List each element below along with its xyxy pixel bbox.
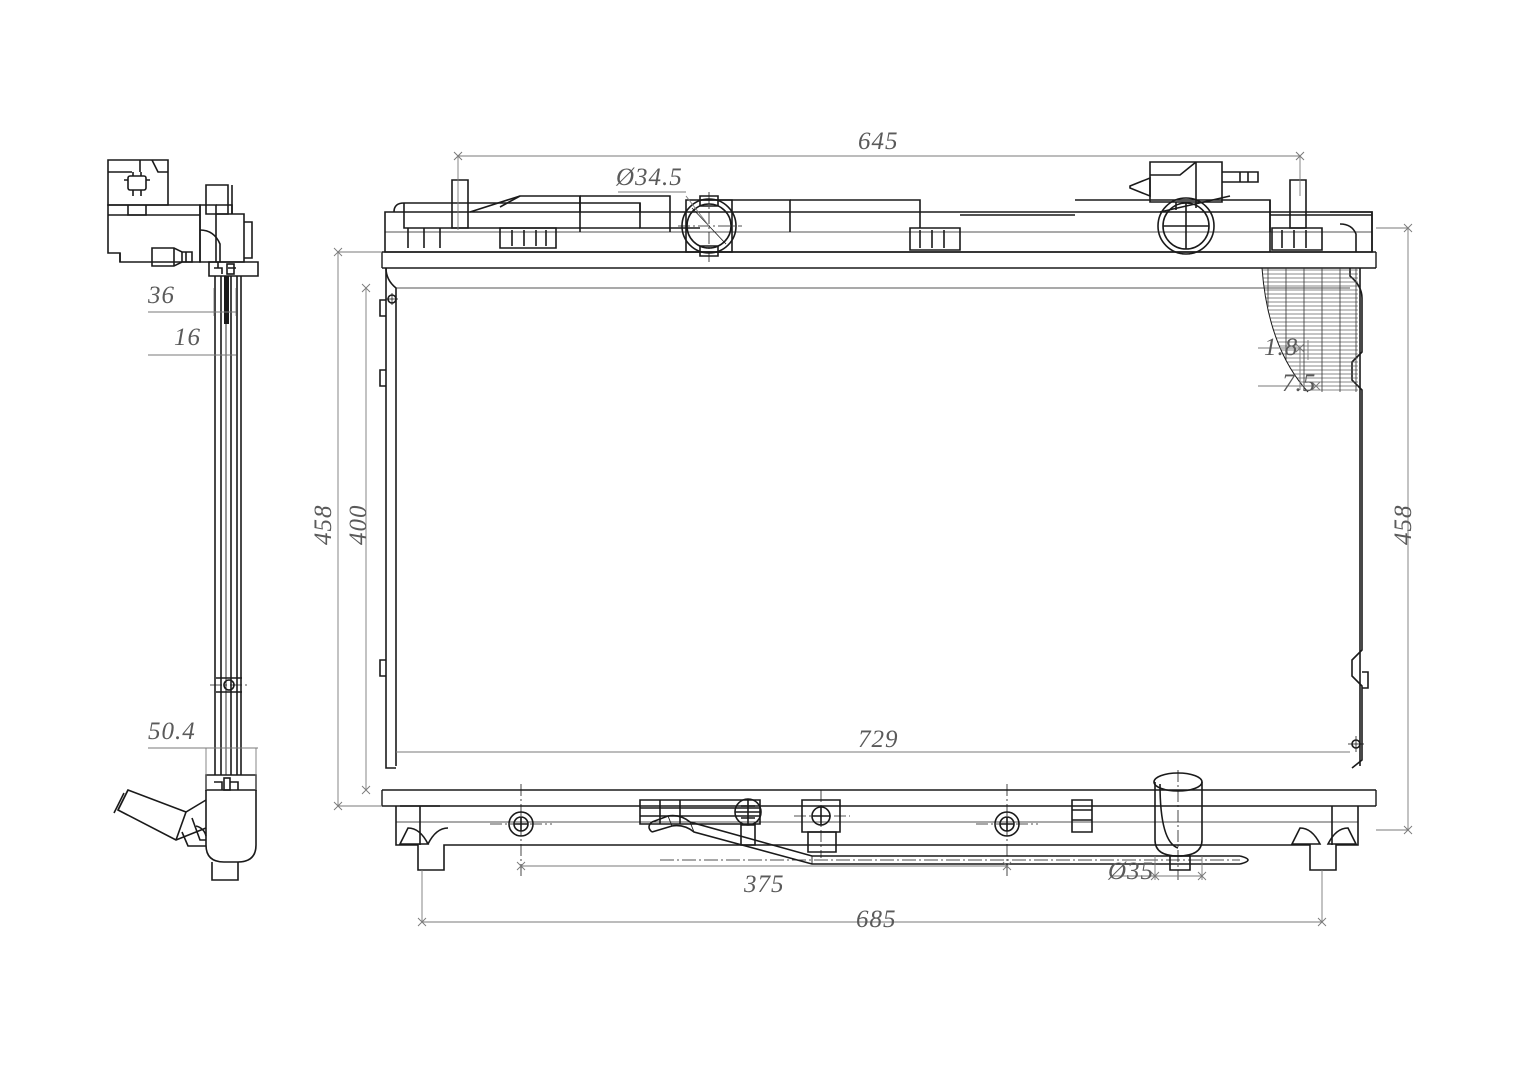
side-core (214, 276, 242, 775)
side-upper-tank (107, 184, 253, 267)
dim-filler-neck-diameter: Ø34.5 (616, 164, 683, 191)
dim-fin-pitch: 1.8 (1264, 334, 1299, 361)
dim-side-depth-top: 36 (148, 282, 175, 309)
dim-core-height-outer-left: 458 (310, 504, 337, 546)
lower-tank-bosses (490, 784, 1093, 876)
side-view-group (107, 159, 259, 881)
front-view-group (379, 161, 1377, 880)
left-side-channel (379, 267, 398, 769)
front-lower-tank (395, 805, 1359, 871)
top-header-strip (381, 251, 1377, 269)
front-upper-tank (384, 179, 1373, 253)
dim-overall-width-bottom: 685 (856, 906, 897, 933)
side-bottom-header (205, 774, 257, 791)
dim-mount-spacing: 375 (744, 871, 785, 898)
side-mount-hole (210, 677, 248, 693)
side-lower-tank (113, 788, 257, 881)
outlet-port (1153, 770, 1203, 880)
filler-cap-right (1129, 161, 1259, 255)
dim-core-width-inner: 729 (858, 726, 899, 753)
side-top-header (208, 261, 259, 277)
dimension-lines (148, 151, 1413, 927)
dim-side-depth-bottom: 50.4 (148, 718, 196, 745)
bottom-header-strip (381, 789, 1377, 807)
core-area (396, 287, 1350, 753)
dim-core-height-inner-left: 400 (345, 504, 372, 546)
dim-outlet-diameter: Ø35 (1108, 858, 1155, 885)
dim-core-height-outer-right: 458 (1390, 504, 1417, 546)
dim-fin-depth: 7.5 (1282, 370, 1317, 397)
oil-cooler-line (648, 814, 1249, 865)
dim-side-depth-core: 16 (174, 324, 201, 351)
dim-overall-width-top: 645 (858, 128, 899, 155)
side-filler-cap (107, 159, 169, 216)
